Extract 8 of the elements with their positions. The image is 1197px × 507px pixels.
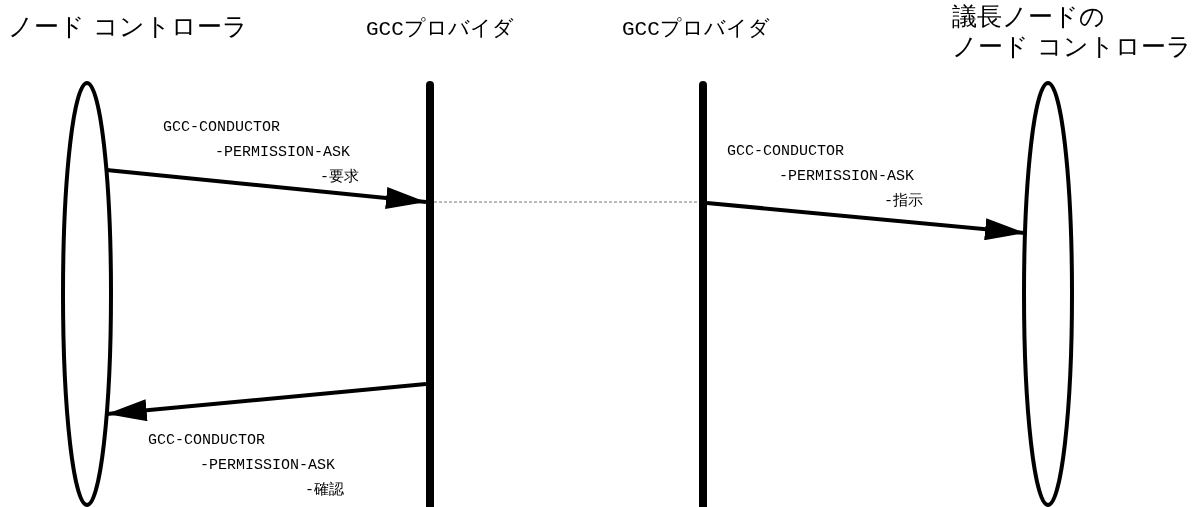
edge-label: GCC-CONDUCTOR -PERMISSION-ASK -指示 <box>727 142 923 212</box>
connector-line <box>433 201 700 203</box>
lifeline-title: 議長ノードのノード コントローラ <box>952 2 1193 62</box>
lifeline-title: GCCプロバイダ <box>622 16 770 43</box>
lifeline-title: ノード コントローラ <box>8 12 248 42</box>
lifeline-title: GCCプロバイダ <box>366 16 514 43</box>
edge-label: GCC-CONDUCTOR -PERMISSION-ASK -確認 <box>148 431 344 501</box>
edge-label: GCC-CONDUCTOR -PERMISSION-ASK -要求 <box>163 118 359 188</box>
